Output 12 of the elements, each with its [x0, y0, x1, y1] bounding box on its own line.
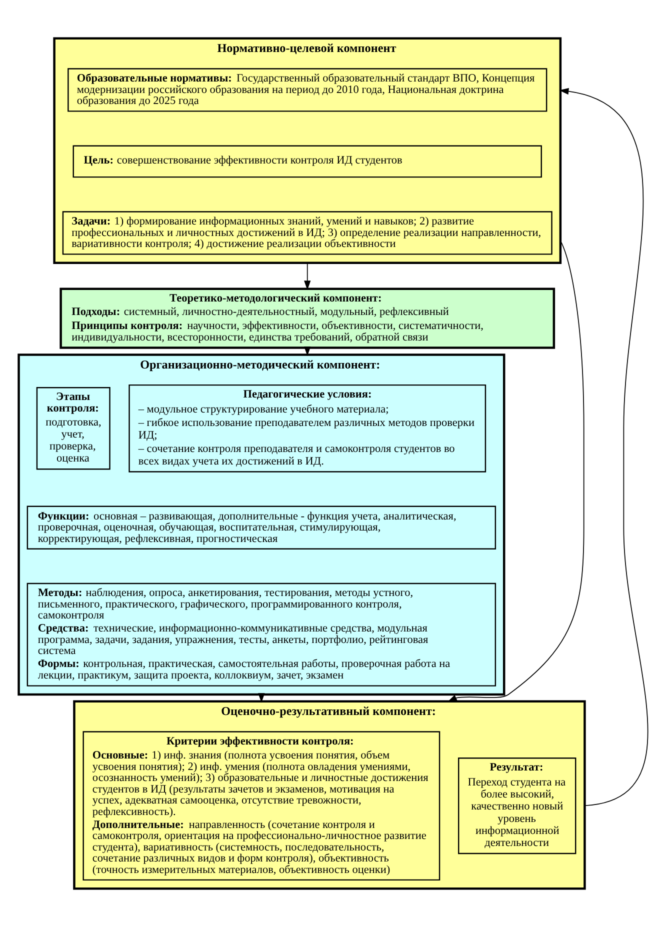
node-box: Образовательные нормативы: Государственный образовательный стандарт ВПО, Концепция модернизации российского образования на период до 2010 года, Национальная доктрина образования до 2025 года [68, 68, 548, 112]
arrow [559, 87, 648, 806]
node-box: Функции: основная – развивающая, дополнительные - функция учета, аналитическая, проверочная, оценочная, обучающая, воспитательная, стимулирующая, корректирующая, рефлексивная, прогностическая [26, 505, 496, 549]
node-box: Задачи: 1) формирование информационных знаний, умений и навыков; 2) развитие профессиональных и личностных достижений в ИД; 3) определение реализации направленности, вариативности контроля; 4) достижение реализации объективности [62, 210, 552, 254]
arrow [304, 262, 311, 290]
node-box: Педагогические условия: – модульное структурирование учебного материала; – гибкое использование преподавателем различных методов проверки ИД; – сочетание контроля преподавателя и самоконтроля студентов во всех видах учета их достижений в ИД. [128, 384, 486, 472]
node-box: Цель: совершенствование эффективности контроля ИД студентов [72, 144, 542, 178]
node-box: Этапы контроля: подготовка, учет, проверка, оценка [36, 386, 110, 470]
arrow [447, 240, 584, 702]
node-box: Методы: наблюдения, опроса, анкетирования, тестирования, методы устного, письменного, практического, графического, программированного контроля, самоконтроля Средства: технические, информационно-коммуникативные средства, модульная программа, задачи, задания, упражнения, тесты, анкеты, портфолио, рейтинговая система Формы: контрольная, практическая, самостоятельная работы, проверочная работа на лекции, практикум, защита проекта, коллоквиум, зачет, экзамен [26, 582, 496, 686]
node-box: Критерии эффективности контроля: Основные: 1) инф. знания (полнота усвоения понятия, объем усвоения понятия); 2) инф. умения (полнота овладения умениями, осознанность умений); 3) образовательные и личностные достижения студентов в ИД (результаты зачетов и экзаменов, мотивация на успех, адекватная самооценка, отсутствие тревожности, рефлексивность). Дополнительные: направленность (сочетание контроля и самоконтроля, ориентация на профессионально-личностное развитие студента), вариативность (системность, последовательность, сочетание различных видов и форм контроля), объективность (точность измерительных материалов, объективность оценки) [82, 730, 440, 880]
node-box: Результат: Переход студента на более высокий, качественно новый уровень информационной деятельности [458, 757, 576, 854]
